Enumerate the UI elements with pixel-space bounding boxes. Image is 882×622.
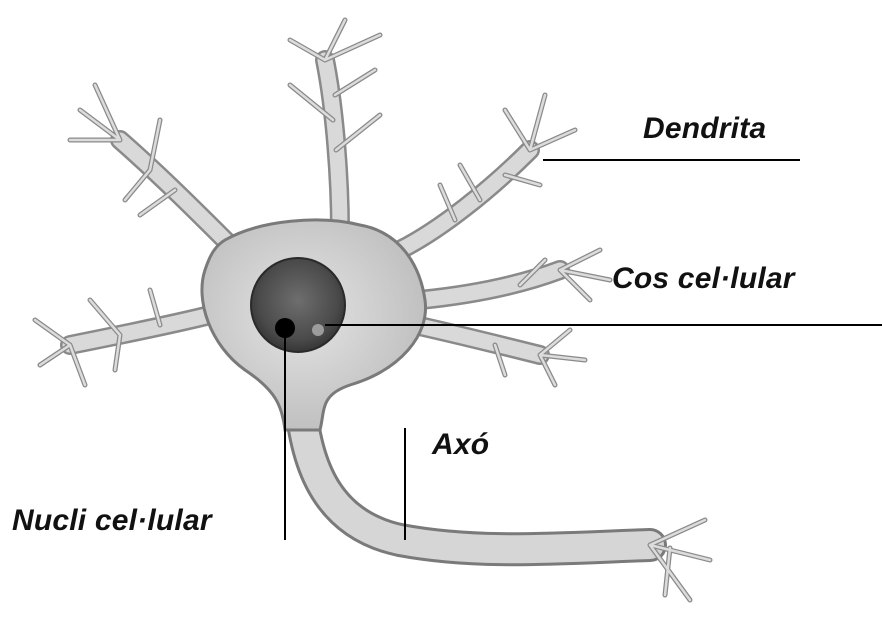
- axon: [300, 395, 710, 600]
- nucleus-label: Nucli cel·lular: [12, 504, 212, 538]
- nucleus: [251, 258, 345, 352]
- axon-label: Axó: [432, 428, 489, 462]
- dendrite-label: Dendrita: [643, 112, 766, 146]
- cell-body-label: Cos cel·lular: [612, 262, 795, 296]
